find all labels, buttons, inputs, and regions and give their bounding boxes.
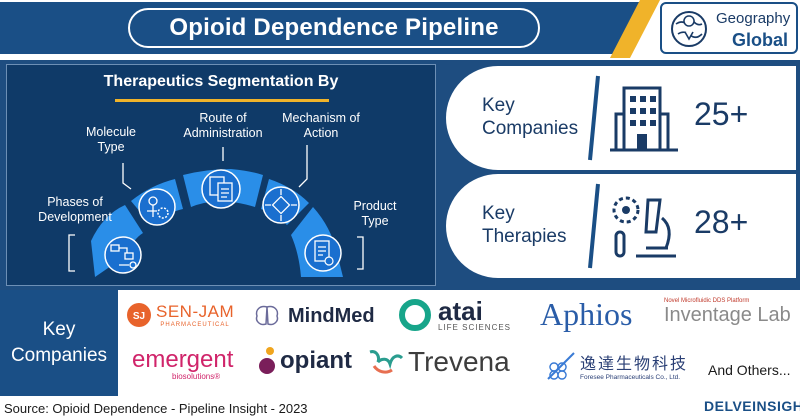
segment-label-mechanism-line2: Action: [303, 126, 339, 140]
logo-sen-jam-name: SEN-JAM: [156, 302, 235, 321]
logo-trevena-name: Trevena: [408, 346, 510, 377]
opiant-drop-icon: [259, 347, 275, 374]
logo-sen-jam: SJ SEN-JAM PHARMACEUTICAL: [126, 302, 234, 328]
logo-foresee: 逸達生物科技 Foresee Pharmaceuticals Co., Ltd.: [546, 350, 688, 381]
logo-sen-jam-sub: PHARMACEUTICAL: [160, 322, 230, 328]
header: Opioid Dependence Pipeline Geography Glo…: [0, 0, 800, 58]
bracket-mechanism: [298, 145, 308, 188]
segmentation-panel: Therapeutics Segmentation By: [6, 64, 436, 286]
logo-aphios-name: Aphios: [540, 296, 633, 332]
logo-opiant: opiant: [258, 346, 352, 376]
microscope-icon: [612, 196, 676, 258]
stat-divider: [588, 75, 600, 161]
main-section: Therapeutics Segmentation By: [0, 60, 800, 290]
building-icon: [610, 86, 678, 152]
molecule-gear-icon: [138, 188, 176, 226]
logo-mindmed: MindMed: [252, 304, 375, 328]
segment-label-phases-line2: Development: [38, 210, 112, 224]
footer: Source: Opioid Dependence - Pipeline Ins…: [0, 396, 800, 420]
title-pill: Opioid Dependence Pipeline: [128, 8, 540, 48]
stat-label-therapies-line1: Key: [482, 203, 515, 224]
segment-label-product-line2: Type: [361, 214, 389, 228]
segment-label-route-line2: Administration: [183, 126, 263, 140]
product-document-icon: [304, 234, 342, 272]
foresee-mark-icon: [547, 351, 575, 380]
mechanism-network-icon: [262, 186, 300, 224]
segment-label-molecule: Molecule Type: [65, 125, 157, 155]
segmentation-title-underline: [115, 99, 329, 102]
logo-emergent-name: emergent: [132, 346, 234, 373]
logo-atai-sub: LIFE SCIENCES: [438, 322, 512, 332]
segment-label-product-line1: Product: [353, 199, 397, 213]
stat-card-therapies: Key Therapies 28+: [446, 174, 796, 278]
logo-opiant-name: opiant: [280, 347, 352, 374]
segmentation-arc: [68, 145, 364, 277]
delveinsight-logo: DELVEINSIGHT: [704, 398, 800, 414]
bracket-phases: [68, 234, 75, 272]
logo-emergent: emergent biosolutions®: [132, 346, 234, 382]
atai-ring-icon: [399, 299, 431, 331]
stat-card-companies: Key Companies 25+: [446, 66, 796, 170]
logo-inventage-sub: Novel Microfluidic DDS Platform: [664, 298, 750, 304]
and-others-label: And Others...: [708, 362, 791, 378]
page-title: Opioid Dependence Pipeline: [169, 14, 499, 41]
logo-mindmed-name: MindMed: [288, 304, 375, 327]
logo-aphios: Aphios: [540, 296, 632, 333]
key-companies-heading-line1: Key: [42, 319, 76, 340]
stat-divider: [588, 183, 600, 269]
stat-label-companies: Key Companies: [482, 94, 578, 140]
globe-pin-icon: [671, 11, 707, 47]
source-text: Source: Opioid Dependence - Pipeline Ins…: [4, 401, 308, 416]
logo-inventage-name: Inventage Lab: [664, 304, 791, 326]
segmentation-title: Therapeutics Segmentation By: [103, 73, 339, 90]
segment-label-phases: Phases of Development: [23, 195, 127, 225]
segment-label-product: Product Type: [335, 199, 415, 229]
logo-foresee-sub: Foresee Pharmaceuticals Co., Ltd.: [580, 374, 681, 381]
geography-label: Geography: [716, 10, 791, 27]
segment-label-mechanism-line1: Mechanism of: [282, 111, 360, 125]
segment-label-molecule-line1: Molecule: [85, 125, 137, 139]
logo-inventage-lab: Novel Microfluidic DDS Platform Inventag…: [664, 298, 791, 327]
geography-value: Global: [732, 30, 789, 50]
stat-label-companies-line1: Key: [482, 95, 515, 116]
bracket-molecule: [122, 163, 132, 190]
segment-label-mechanism: Mechanism of Action: [269, 111, 373, 141]
stat-value-therapies: 28+: [694, 204, 749, 240]
brain-icon: [255, 305, 279, 326]
segment-label-molecule-line2: Type: [97, 140, 125, 154]
stat-label-therapies-line2: Therapies: [482, 226, 567, 247]
key-companies-band: Key Companies SJ SEN-JAM PHARMACEUTICAL …: [0, 290, 800, 396]
and-others-text: And Others...: [708, 362, 790, 378]
trevena-mark-icon: [369, 350, 404, 374]
documents-icon: [201, 169, 241, 209]
logo-emergent-sub: biosolutions®: [172, 372, 221, 381]
svg-text:SJ: SJ: [133, 311, 145, 322]
stat-value-companies: 25+: [694, 96, 749, 132]
logo-trevena: Trevena: [368, 346, 510, 378]
stat-label-therapies: Key Therapies: [482, 202, 567, 248]
bracket-product: [357, 236, 364, 270]
segment-label-route: Route of Administration: [171, 111, 275, 141]
key-companies-heading: Key Companies: [0, 290, 118, 396]
key-companies-heading-line2: Companies: [10, 345, 108, 366]
stat-label-companies-line2: Companies: [482, 118, 579, 139]
logo-foresee-name: 逸達生物科技: [580, 354, 689, 373]
segment-label-route-line1: Route of: [199, 111, 247, 125]
geography-box: Geography Global: [660, 2, 798, 54]
sen-jam-mark-icon: SJ: [127, 303, 151, 327]
logo-atai-name: atai: [438, 295, 483, 326]
logo-atai: atai LIFE SCIENCES: [398, 298, 511, 332]
segment-label-phases-line1: Phases of: [47, 195, 103, 209]
pipeline-flow-icon: [104, 236, 142, 274]
